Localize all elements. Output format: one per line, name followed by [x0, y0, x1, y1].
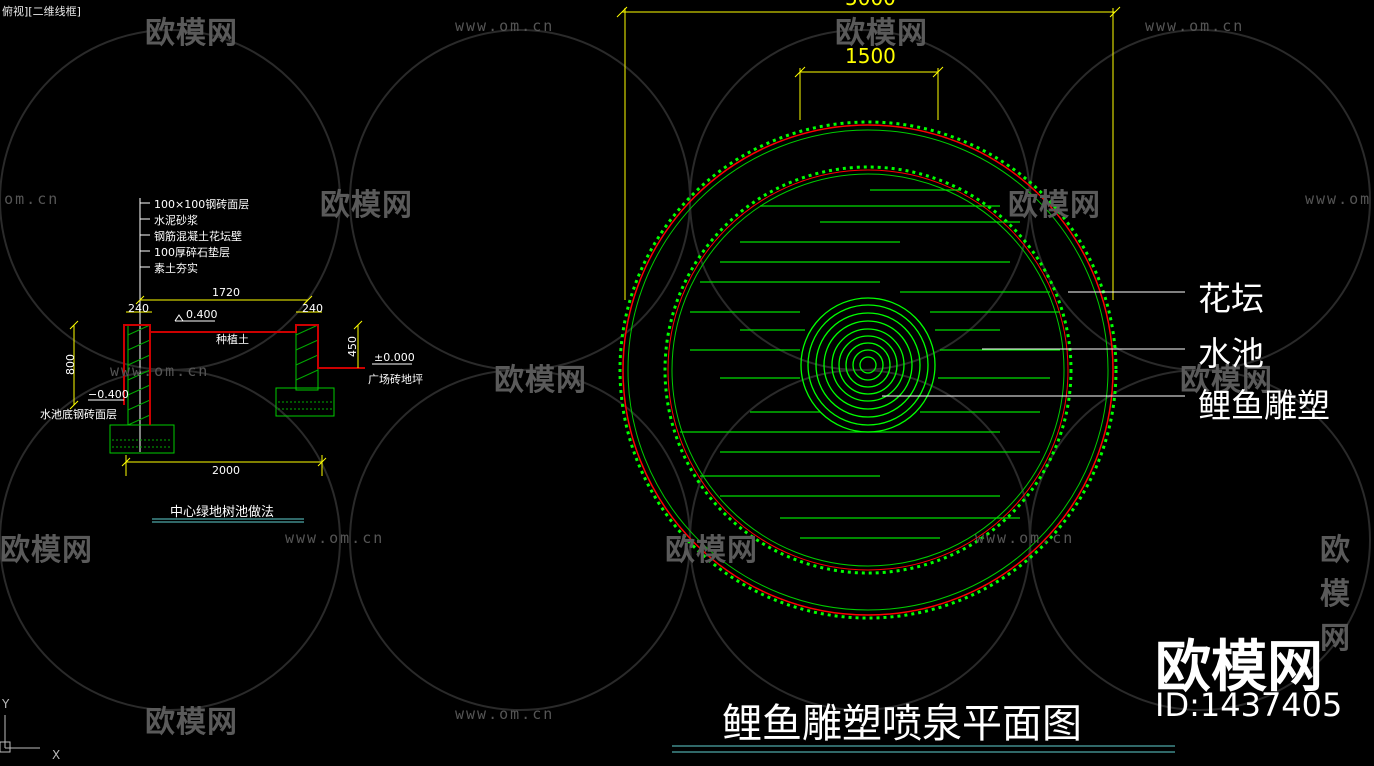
brand-id: ID:1437405: [1155, 686, 1343, 724]
watermark-url: www.om.cn: [110, 362, 210, 380]
watermark-logo: 欧模网: [1320, 533, 1351, 656]
layer-note: 100厚碎石垫层: [154, 246, 230, 259]
brand-name: 欧模网: [1155, 635, 1323, 700]
watermark-url: www.om.cn: [455, 17, 555, 35]
watermark-url: www.om.cn: [975, 529, 1075, 547]
watermark-logo: 欧模网: [320, 188, 413, 223]
watermark-logo: 欧模网: [145, 16, 238, 51]
watermark-url: www.om.cn: [285, 529, 385, 547]
layer-note: 水泥砂浆: [154, 214, 198, 227]
ucs-y-label: Y: [2, 697, 10, 711]
ucs-icon: [0, 715, 40, 753]
layer-note: 钢筋混凝土花坛壁: [154, 230, 242, 243]
elev-top: 0.400: [186, 308, 218, 321]
dim-right-wall: 240: [302, 302, 323, 315]
elev-plaza: ±0.000: [374, 351, 415, 364]
plan-title: 鲤鱼雕塑喷泉平面图: [722, 701, 1082, 747]
dim-right-height: 450: [346, 336, 359, 357]
watermark-url: www.om.cn: [0, 190, 60, 208]
label-pool-floor: 水池底钢砖面层: [40, 408, 117, 421]
watermark-logo: 欧模网: [0, 533, 93, 568]
label-plaza: 广场砖地坪: [368, 373, 423, 386]
dim-left-wall: 240: [128, 302, 149, 315]
plan-view: [616, 6, 1185, 753]
watermark-arcs: [0, 29, 1371, 711]
callout-flowerbed: 花坛: [1198, 279, 1264, 318]
callout-sculpture: 鲤鱼雕塑: [1198, 386, 1330, 425]
dim-height: 800: [64, 354, 77, 375]
watermark-logo: 欧模网: [145, 705, 238, 740]
watermark-url: www.om.cn: [1305, 190, 1374, 208]
watermark-url: www.om.cn: [455, 705, 555, 723]
section-title: 中心绿地树池做法: [170, 505, 275, 520]
ucs-x-label: X: [52, 748, 61, 762]
dim-inner: 1500: [845, 44, 896, 68]
elev-pool: −0.400: [88, 388, 129, 401]
dim-outer: 5000: [845, 0, 896, 10]
watermark-logo: 欧模网: [1180, 363, 1273, 398]
label-soil: 种植土: [216, 333, 249, 346]
layer-note: 素土夯实: [154, 262, 198, 275]
watermark-logo: 欧模网: [1008, 188, 1101, 223]
section-detail: [69, 198, 412, 523]
watermark-logo: 欧模网: [494, 363, 587, 398]
watermark-logo: 欧模网: [835, 16, 928, 51]
watermark-logo: 欧模网: [665, 533, 758, 568]
watermark-url: www.om.cn: [1145, 17, 1245, 35]
layer-note: 100×100钢砖面层: [154, 198, 250, 211]
callout-pool: 水池: [1198, 334, 1264, 373]
view-label[interactable]: 俯视][二维线框]: [2, 5, 81, 18]
dim-top: 1720: [212, 286, 240, 299]
dim-bottom: 2000: [212, 464, 240, 477]
